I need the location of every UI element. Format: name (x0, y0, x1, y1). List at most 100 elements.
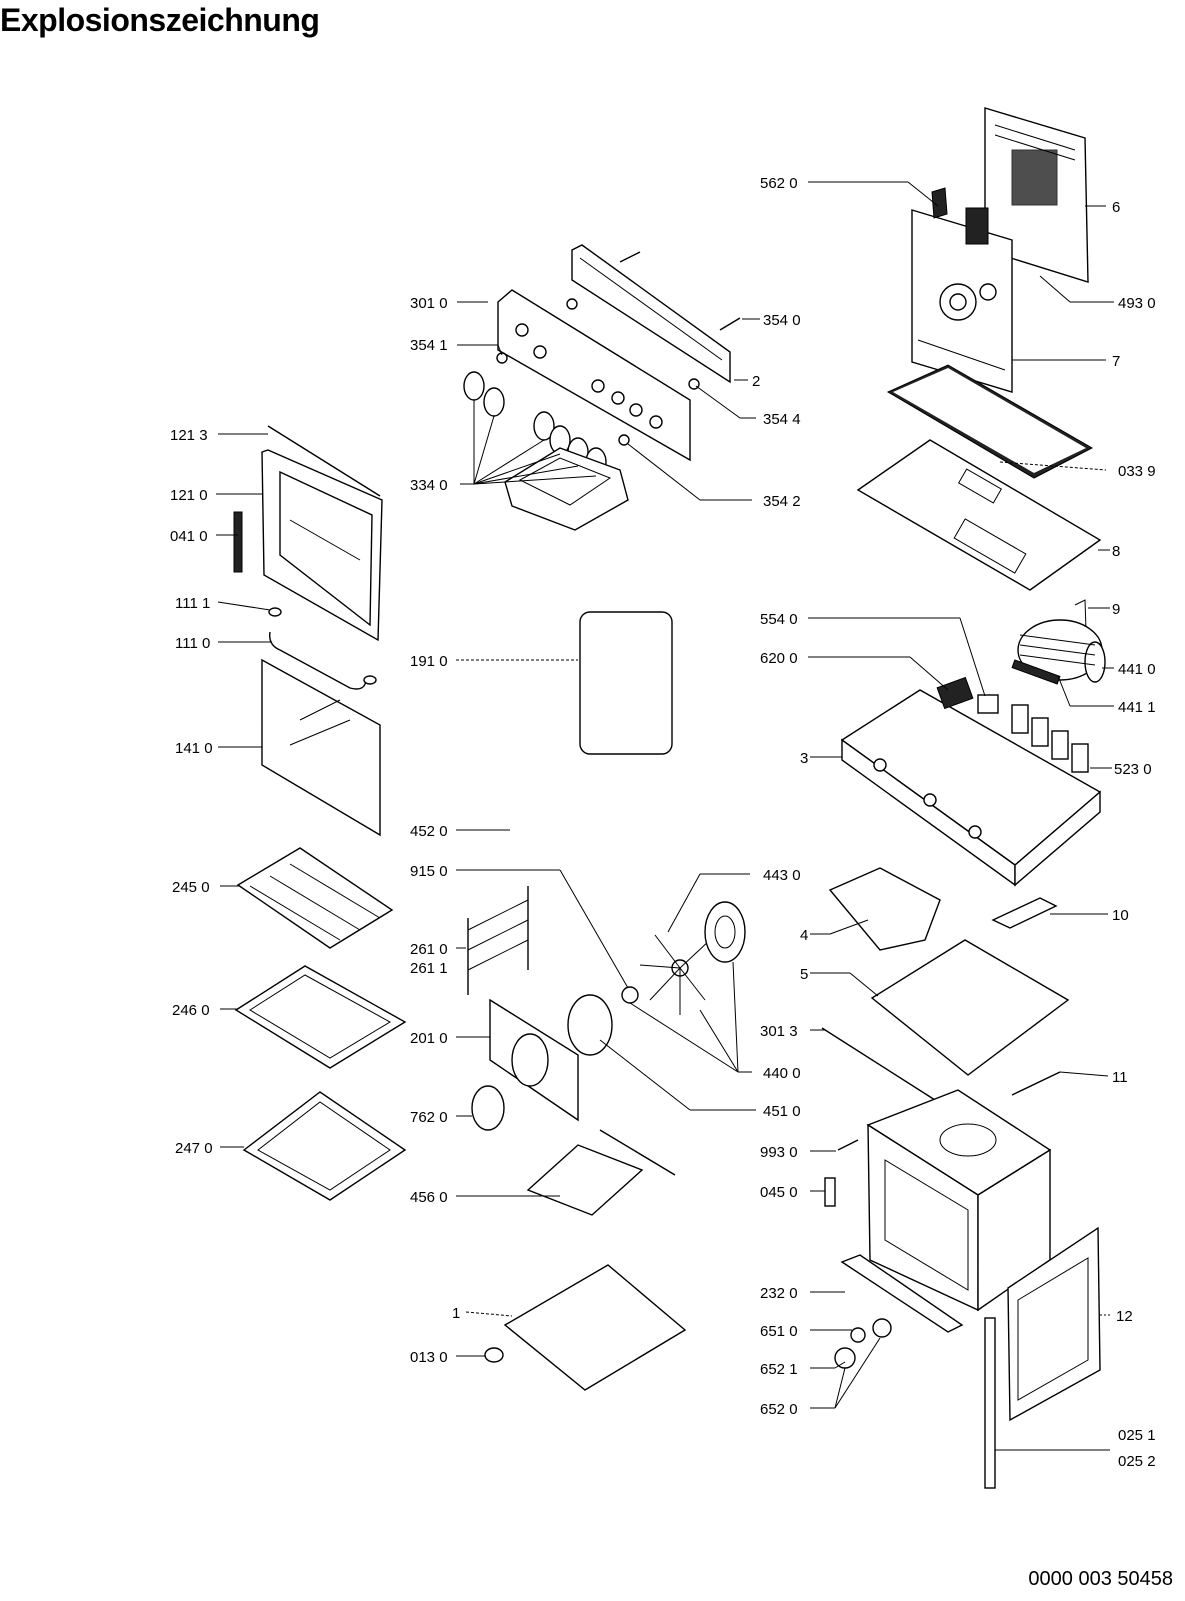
label-2010: 201 0 (410, 1030, 448, 1047)
part-back-panel-6 (984, 107, 1089, 283)
label-5: 5 (800, 966, 808, 983)
label-5230: 523 0 (1114, 761, 1152, 778)
label-3013: 301 3 (760, 1023, 798, 1040)
part-labels: 562 0 6 493 0 301 0 354 0 3 5 4 1 2 7 354 … (170, 175, 1156, 1470)
part-handle-1110 (268, 607, 377, 690)
label-6520: 652 0 (760, 1401, 798, 1418)
part-rod-11 (1011, 1071, 1061, 1096)
part-oven-cavity (866, 1089, 1052, 1312)
part-fan-ring-4510 (567, 994, 613, 1056)
label-4520: 452 0 (410, 823, 448, 840)
label-0251: 025 1 (1118, 1427, 1156, 1444)
part-gasket-1910 (579, 611, 673, 755)
part-fan-blade-4400 (639, 934, 711, 1015)
label-4400: 440 0 (763, 1065, 801, 1082)
label-4430: 443 0 (763, 867, 801, 884)
label-0130: 013 0 (410, 1349, 448, 1366)
part-clip-0450 (824, 1177, 836, 1207)
label-4: 4 (800, 927, 808, 944)
label-3542: 354 2 (763, 493, 801, 510)
part-heating-element-4520 (504, 447, 629, 531)
label-6521: 652 1 (760, 1361, 798, 1378)
part-control-housing-3 (840, 689, 1102, 887)
label-4410: 441 0 (1118, 661, 1156, 678)
part-nut-9150 (621, 986, 639, 1004)
label-2450: 245 0 (172, 879, 210, 896)
label-2470: 247 0 (175, 1140, 213, 1157)
part-rail-10 (991, 897, 1058, 929)
label-3544: 354 4 (763, 411, 801, 428)
label-8: 8 (1112, 543, 1120, 560)
label-2320: 232 0 (760, 1285, 798, 1302)
part-fan-motor-4430 (704, 901, 746, 963)
part-knob-6510-6520 (834, 1318, 892, 1369)
label-1: 1 (452, 1305, 460, 1322)
part-components-6200-5540 (936, 676, 999, 714)
label-7: 7 (1112, 353, 1120, 370)
label-9150: 915 0 (410, 863, 448, 880)
label-5540: 554 0 (760, 611, 798, 628)
label-2611: 261 1 (410, 960, 448, 977)
label-1910: 191 0 (410, 653, 448, 670)
part-tray-2470 (242, 1091, 407, 1201)
label-10: 10 (1112, 907, 1129, 924)
part-glass-1410 (261, 658, 381, 837)
part-bottom-plate-5 (870, 939, 1070, 1076)
leader-lines (216, 181, 1114, 1451)
label-1111: 111 1 (175, 595, 210, 612)
part-hinge-0410 (233, 511, 243, 573)
part-rack-2450 (236, 847, 394, 949)
label-6: 6 (1112, 199, 1120, 216)
label-6200: 620 0 (760, 650, 798, 667)
label-3540: 354 0 (763, 312, 801, 329)
part-strip-3013 (821, 1027, 936, 1101)
part-terminal-4411 (1011, 659, 1061, 685)
part-grill-4560 (526, 1129, 676, 1216)
label-11: 11 (1112, 1069, 1128, 1086)
label-7620: 762 0 (410, 1109, 448, 1126)
label-2610: 261 0 (410, 941, 448, 958)
part-switches-5230 (1011, 704, 1089, 773)
part-pins-3540 (496, 251, 741, 446)
part-insulation-0339 (886, 364, 1094, 479)
label-0410: 041 0 (170, 528, 208, 545)
part-screw-9930 (837, 1139, 859, 1151)
part-rear-wall-7 (911, 207, 1013, 393)
label-4411: 441 1 (1118, 699, 1156, 716)
diagram-title: Explosionszeichnung (0, 2, 320, 38)
label-0252: 025 2 (1118, 1453, 1156, 1470)
part-door-frame-1210 (261, 449, 383, 642)
label-6510: 651 0 (760, 1323, 798, 1340)
part-small-clip-9 (1074, 599, 1087, 631)
label-1410: 141 0 (175, 740, 213, 757)
part-cover-7620 (471, 1085, 505, 1131)
label-2: 2 (752, 373, 760, 390)
part-top-plate-8 (856, 439, 1102, 591)
part-control-panel-3010 (497, 289, 691, 462)
label-12: 12 (1116, 1308, 1133, 1325)
part-tray-2460 (234, 965, 407, 1069)
label-1213: 121 3 (170, 427, 208, 444)
part-fan-motor-4410 (1017, 619, 1106, 683)
label-0450: 045 0 (760, 1184, 798, 1201)
part-bracket-5620 (931, 187, 948, 219)
part-door-seal-1213 (267, 425, 381, 497)
label-4930: 493 0 (1118, 295, 1156, 312)
label-9: 9 (1112, 601, 1120, 618)
label-0339: 033 9 (1118, 463, 1156, 480)
part-side-strip-0251 (984, 1317, 996, 1489)
label-3340: 334 0 (410, 477, 448, 494)
label-4560: 456 0 (410, 1189, 448, 1206)
label-2460: 246 0 (172, 1002, 210, 1019)
part-side-panel-12 (1007, 1226, 1101, 1422)
document-number: 0000 003 50458 (1028, 1568, 1173, 1590)
label-1210: 121 0 (170, 487, 208, 504)
label-3: 3 (800, 750, 808, 767)
label-1110: 111 0 (175, 635, 210, 652)
label-3010: 301 0 (410, 295, 448, 312)
label-4510: 451 0 (763, 1103, 801, 1120)
part-panel-frame-2 (571, 244, 731, 384)
part-strip-2320 (840, 1254, 964, 1333)
label-5620: 562 0 (760, 175, 798, 192)
